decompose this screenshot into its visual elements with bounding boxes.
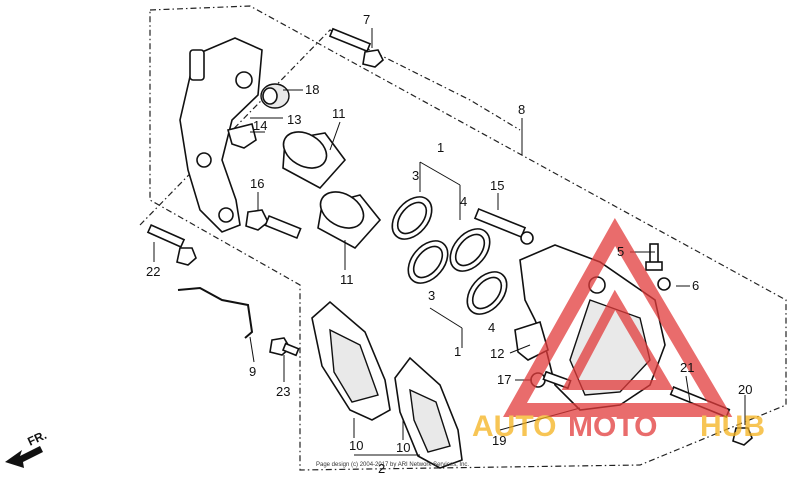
callout-18: 18 — [305, 82, 319, 97]
pin-bolt-16 — [245, 209, 302, 240]
callout-3-bottom: 3 — [428, 288, 435, 303]
copyright-text: Page design (c) 2004-2017 by ARI Network… — [316, 462, 469, 468]
bleeder-5 — [645, 243, 663, 271]
brake-pad-10 — [394, 356, 463, 469]
front-label: FR. — [25, 428, 48, 449]
callout-8: 8 — [518, 102, 525, 117]
callout-12: 12 — [490, 346, 504, 361]
callout-4-bottom: 4 — [488, 320, 495, 335]
callout-16: 16 — [250, 176, 264, 191]
callout-15: 15 — [490, 178, 504, 193]
callout-23: 23 — [276, 384, 290, 399]
callout-1-bottom: 1 — [454, 344, 461, 359]
watermark: AUTO MOTO HUB — [472, 217, 765, 443]
callout-17: 17 — [497, 372, 511, 387]
callout-14: 14 — [253, 118, 267, 133]
watermark-text-auto: AUTO — [472, 410, 556, 443]
callout-21: 21 — [680, 360, 694, 375]
bolt-22-top — [328, 27, 384, 68]
callout-9: 10 — [349, 438, 363, 453]
bolt-23 — [269, 337, 300, 357]
callout-5: 5 — [617, 244, 624, 259]
callout-13: 13 — [287, 112, 301, 127]
watermark-triangle-inner — [561, 289, 674, 390]
bolt-22-bottom — [146, 223, 197, 266]
callout-2: 2 — [378, 461, 385, 476]
front-direction-indicator: FR. — [5, 428, 49, 468]
assembly-frame — [149, 5, 787, 471]
leader-lines — [153, 28, 746, 456]
slide-pin-15 — [473, 207, 534, 245]
callout-1-top: 1 — [437, 140, 444, 155]
watermark-text-hub: HUB — [700, 410, 765, 443]
piston-11-lower — [317, 191, 382, 250]
callout-22-bottom: 22 — [146, 264, 160, 279]
cap-6 — [657, 277, 671, 291]
watermark-text-moto: MOTO — [568, 410, 657, 443]
callout-7: 9 — [249, 364, 256, 379]
clip-14 — [227, 123, 257, 149]
callout-22-top: 7 — [363, 12, 370, 27]
nut-20 — [732, 427, 753, 446]
boot-18 — [260, 83, 290, 109]
callout-11-bottom: 11 — [340, 272, 354, 287]
callout-6: 6 — [692, 278, 699, 293]
callout-11-top: 11 — [332, 106, 346, 121]
callout-19: 19 — [492, 433, 506, 448]
watermark-triangle-outer — [503, 217, 733, 417]
brake-pad-9 — [311, 300, 391, 421]
callout-20: 20 — [738, 382, 752, 397]
callout-labels: 7 18 13 14 11 11 16 1 3 4 3 4 1 15 8 22 … — [146, 12, 752, 476]
pad-spring-7 — [177, 286, 254, 339]
callout-3-top: 3 — [412, 168, 419, 183]
caliper-bracket — [179, 37, 263, 233]
piston-seals — [391, 196, 508, 315]
callout-4-top: 4 — [460, 194, 467, 209]
piston-11-upper — [282, 131, 347, 190]
front-arrow-icon — [5, 446, 43, 468]
caliper-body-19 — [519, 244, 666, 411]
callout-10-label: 10 — [396, 440, 410, 455]
